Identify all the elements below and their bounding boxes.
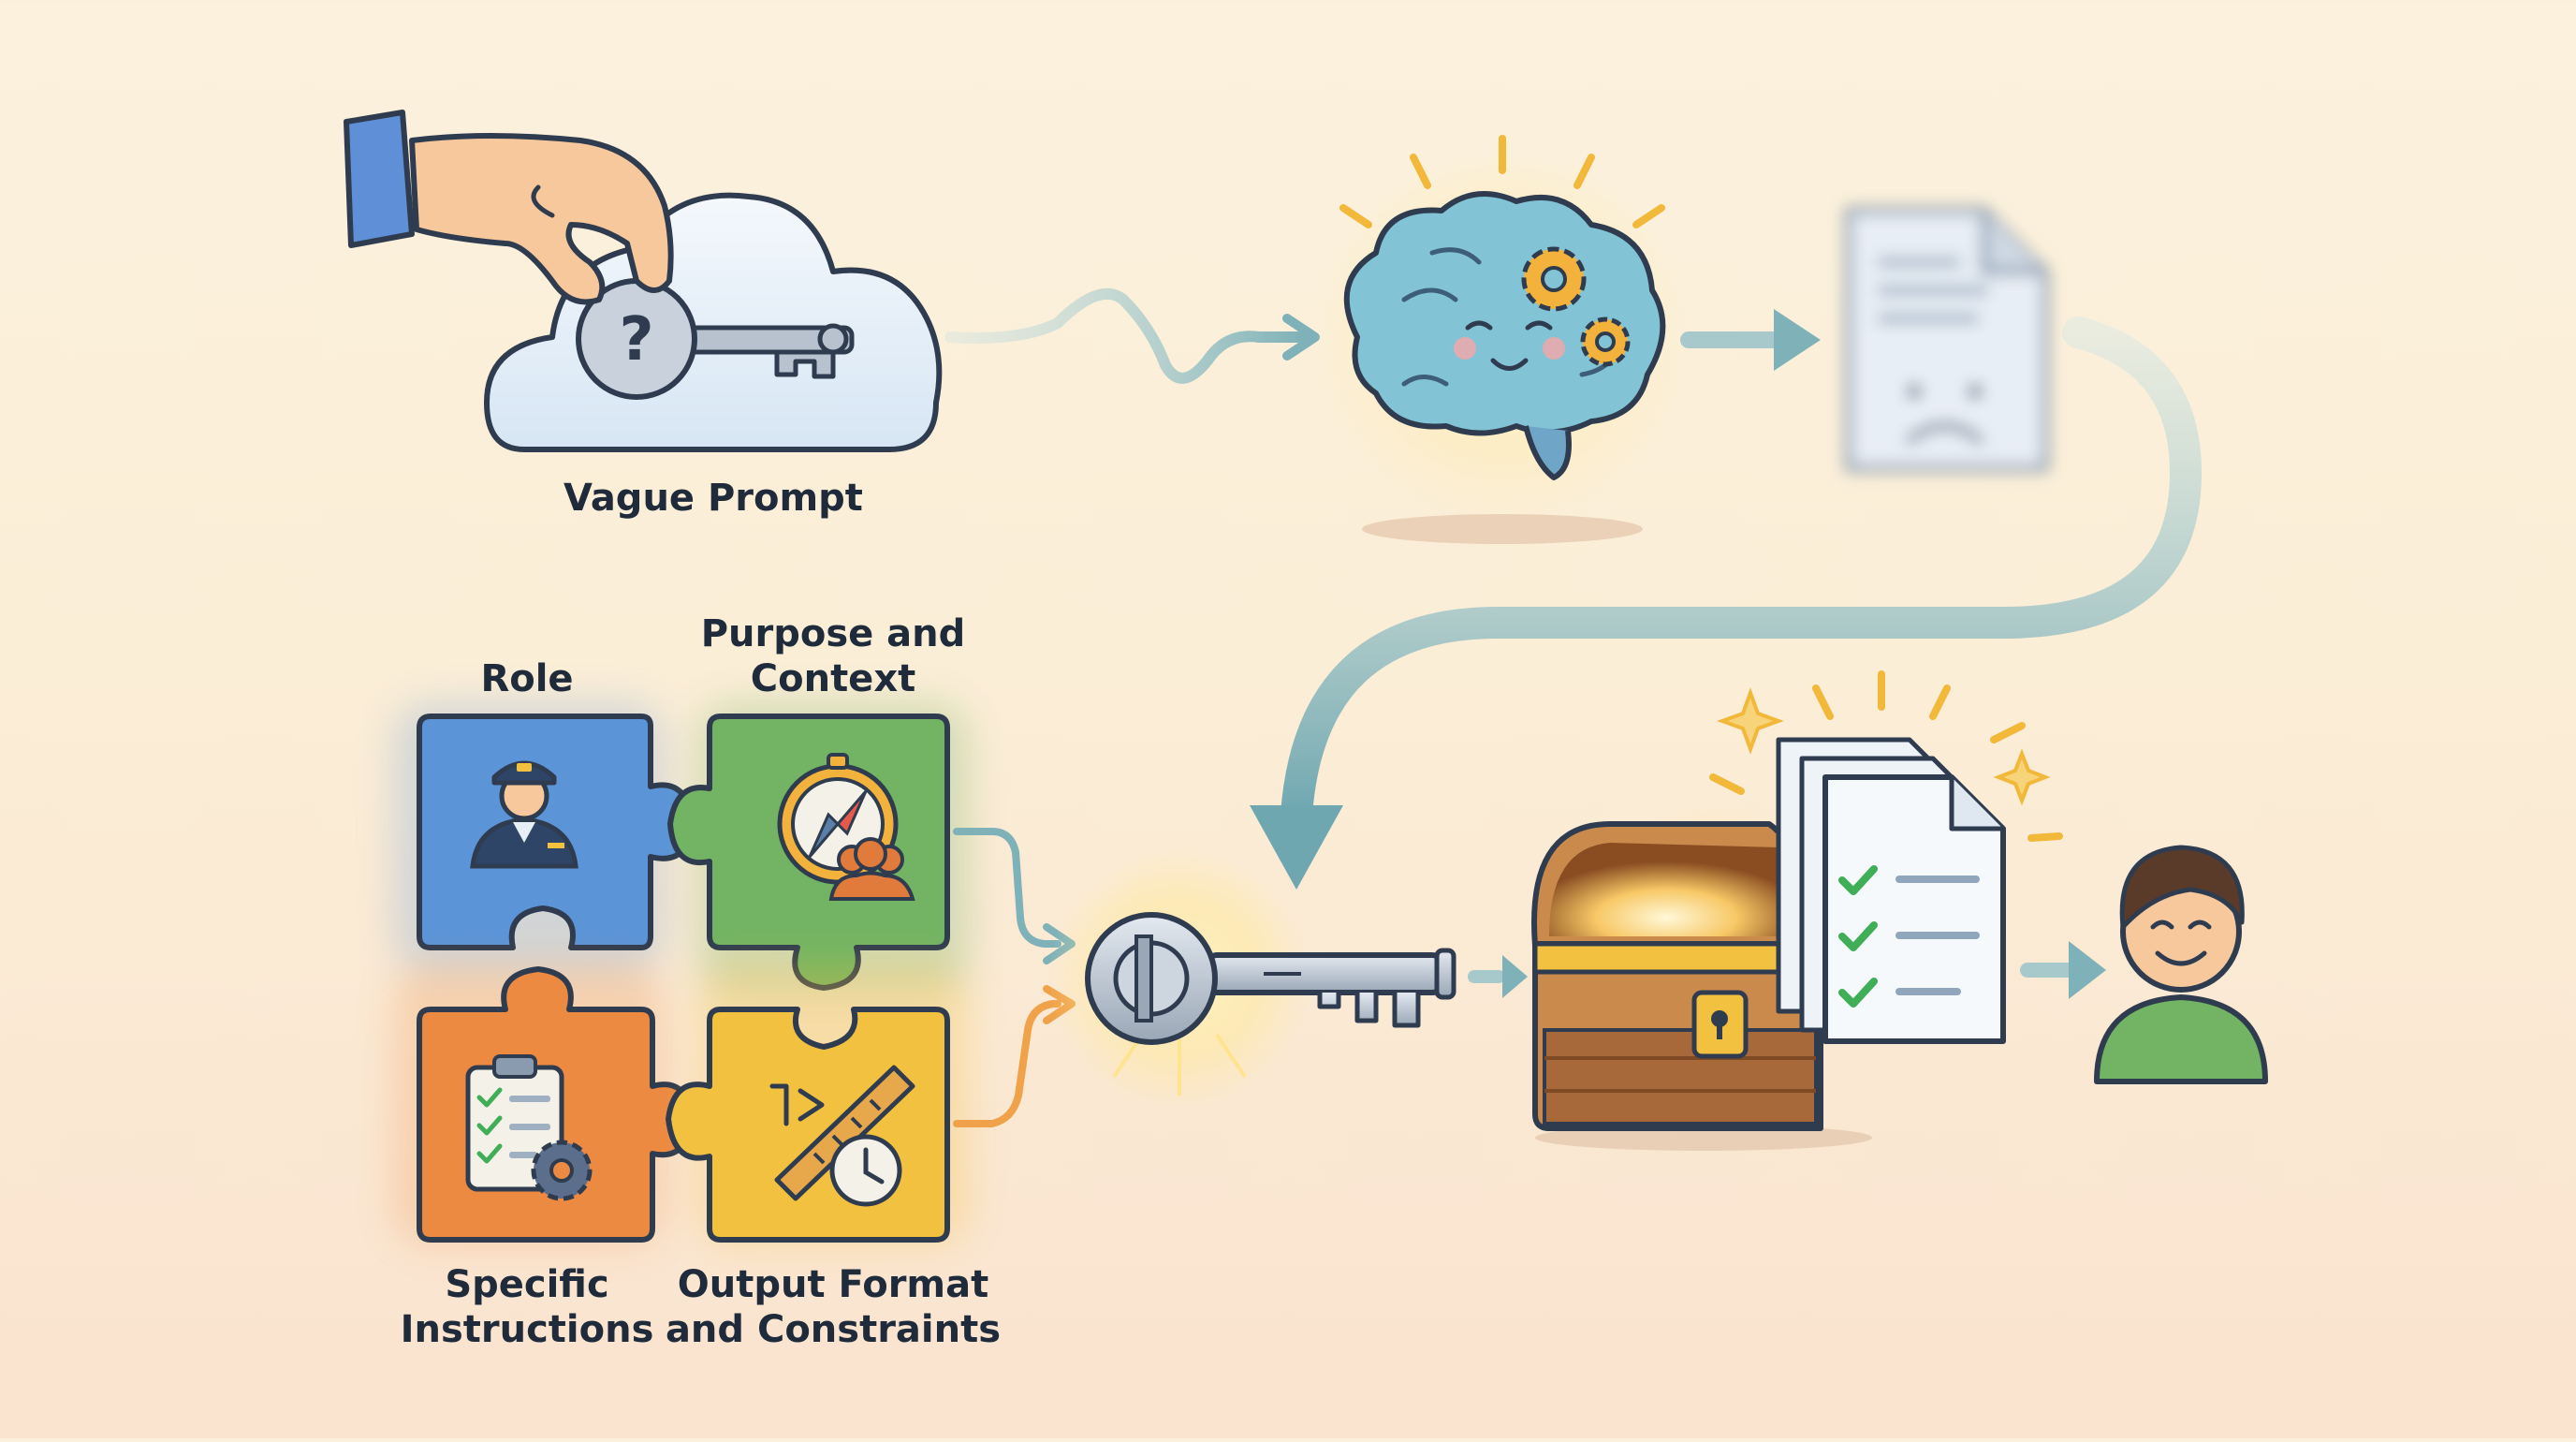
vague-prompt-label: Vague Prompt (564, 477, 863, 520)
checkmark-icon (1838, 865, 1878, 1008)
arrow-to-chest (1468, 955, 1528, 998)
output-format-puzzle-piece (666, 964, 969, 1245)
purpose-label-line2: Context (751, 657, 915, 700)
sparkle-icon (1717, 687, 1784, 755)
output-label-line2: and Constraints (666, 1308, 1001, 1351)
output-label-line1: Output Format (678, 1263, 988, 1306)
treasure-chest-icon (1531, 670, 2063, 1151)
sparkle-icon (1993, 748, 2051, 806)
document-stack-icon (1776, 737, 2006, 1044)
wavy-arrow-icon (944, 287, 1320, 384)
hand-icon (344, 110, 674, 305)
brain-icon (1315, 135, 1690, 544)
arrow-to-document (1680, 309, 1821, 371)
gear-icon (1580, 316, 1631, 367)
role-label: Role (480, 657, 573, 700)
purpose-label-line1: Purpose and (701, 612, 966, 655)
sparkle-rays (1339, 135, 1665, 228)
ruler-icon (769, 1065, 915, 1201)
specific-label-line2: Instructions (401, 1308, 654, 1351)
user-avatar-icon (2094, 845, 2268, 1084)
question-mark: ? (619, 305, 653, 375)
clock-icon (829, 1134, 902, 1207)
curved-arrow-icon (1250, 316, 2203, 890)
blurry-document-icon (1845, 207, 2049, 472)
people-icon (828, 837, 915, 901)
arrow-to-user (2020, 941, 2106, 999)
role-puzzle-piece (393, 702, 695, 974)
gear-icon (1521, 246, 1587, 312)
chest-sparkle-rays (1709, 670, 2063, 842)
sad-face-icon (1906, 384, 1983, 444)
specific-label-line1: Specific (445, 1263, 608, 1306)
silver-key-icon (1048, 847, 1456, 1110)
pilot-icon (470, 760, 578, 869)
question-key-icon: ? (576, 278, 855, 400)
gear-icon (531, 1140, 593, 1201)
specific-instructions-puzzle-piece (393, 964, 694, 1245)
purpose-puzzle-piece (667, 702, 969, 993)
